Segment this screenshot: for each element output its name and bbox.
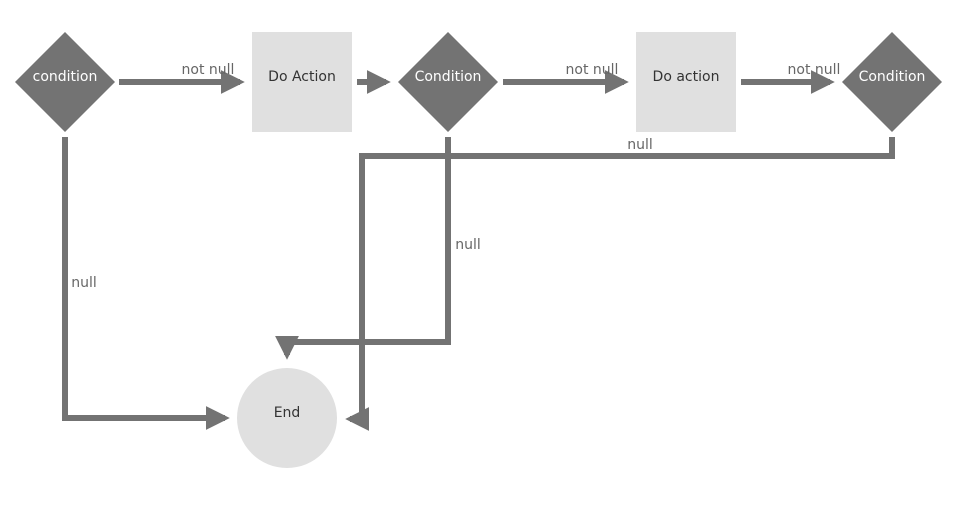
end-node-label: End: [274, 405, 301, 421]
edge-label-condition1-null: null: [71, 275, 97, 291]
terminal-circle-shape: [237, 368, 337, 468]
action-node-2-label: Do action: [653, 69, 720, 85]
edge-label-condition3-null: null: [627, 137, 653, 153]
edge-label-condition2-not-null: not null: [566, 62, 619, 78]
edge-condition2-to-end: [275, 137, 451, 360]
nodes: condition Do Action Condition Do action …: [15, 32, 942, 468]
decision-diamond-shape: [842, 32, 942, 132]
action-node-1-label: Do Action: [268, 69, 336, 85]
action-node-1[interactable]: Do Action: [252, 32, 352, 132]
decision-diamond-shape: [398, 32, 498, 132]
condition-node-3-label: Condition: [859, 69, 926, 85]
edge-labels: not null not null not null null null nul…: [71, 62, 840, 291]
condition-node-3[interactable]: Condition: [842, 32, 942, 132]
condition-node-2[interactable]: Condition: [398, 32, 498, 132]
edge-condition3-to-end: [345, 137, 895, 431]
edge-label-condition2-null: null: [455, 237, 481, 253]
condition-node-1-label: condition: [33, 69, 98, 85]
process-box-shape: [252, 32, 352, 132]
edge-condition1-to-end: [62, 137, 230, 430]
edge-label-condition1-not-null: not null: [182, 62, 235, 78]
end-node[interactable]: End: [237, 368, 337, 468]
decision-diamond-shape: [15, 32, 115, 132]
condition-node-1[interactable]: condition: [15, 32, 115, 132]
action-node-2[interactable]: Do action: [636, 32, 736, 132]
process-box-shape: [636, 32, 736, 132]
edge-label-action2-not-null: not null: [788, 62, 841, 78]
edges: [62, 70, 895, 431]
condition-node-2-label: Condition: [415, 69, 482, 85]
